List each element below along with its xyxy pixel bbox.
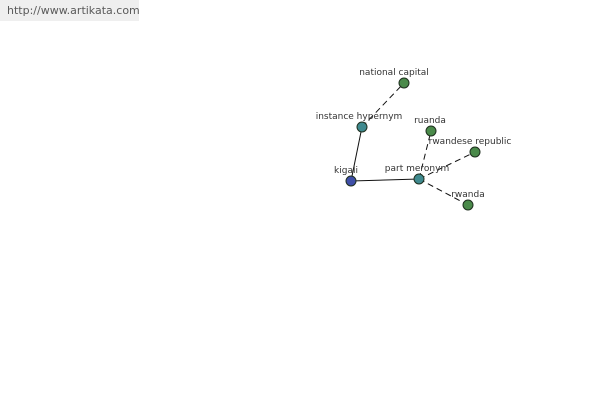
label-part-meronym: part meronym <box>385 164 449 174</box>
label-ruanda: ruanda <box>414 116 446 126</box>
node-rwanda[interactable] <box>462 199 474 211</box>
node-national-capital[interactable] <box>398 77 410 89</box>
node-ruanda[interactable] <box>425 125 437 137</box>
label-rwandese-republic: rwandese republic <box>429 137 512 147</box>
node-instance-hypernym[interactable] <box>356 121 368 133</box>
label-kigali: kigali <box>334 166 358 176</box>
node-rwandese-republic[interactable] <box>469 146 481 158</box>
edge-kigali-part-meronym <box>350 178 420 182</box>
edge-part-meronym-ruanda <box>418 130 432 180</box>
edge-kigali-instance-hypernym <box>350 126 363 182</box>
node-part-meronym[interactable] <box>413 173 425 185</box>
node-kigali[interactable] <box>345 175 357 187</box>
edge-part-meronym-rwandese-republic <box>418 151 476 180</box>
label-instance-hypernym: instance hypernym <box>316 112 403 122</box>
artikata-url-watermark: http://www.artikata.com <box>0 0 140 21</box>
label-rwanda: rwanda <box>451 190 485 200</box>
label-national-capital: national capital <box>359 68 429 78</box>
edge-instance-hypernym-national-capital <box>361 82 405 128</box>
